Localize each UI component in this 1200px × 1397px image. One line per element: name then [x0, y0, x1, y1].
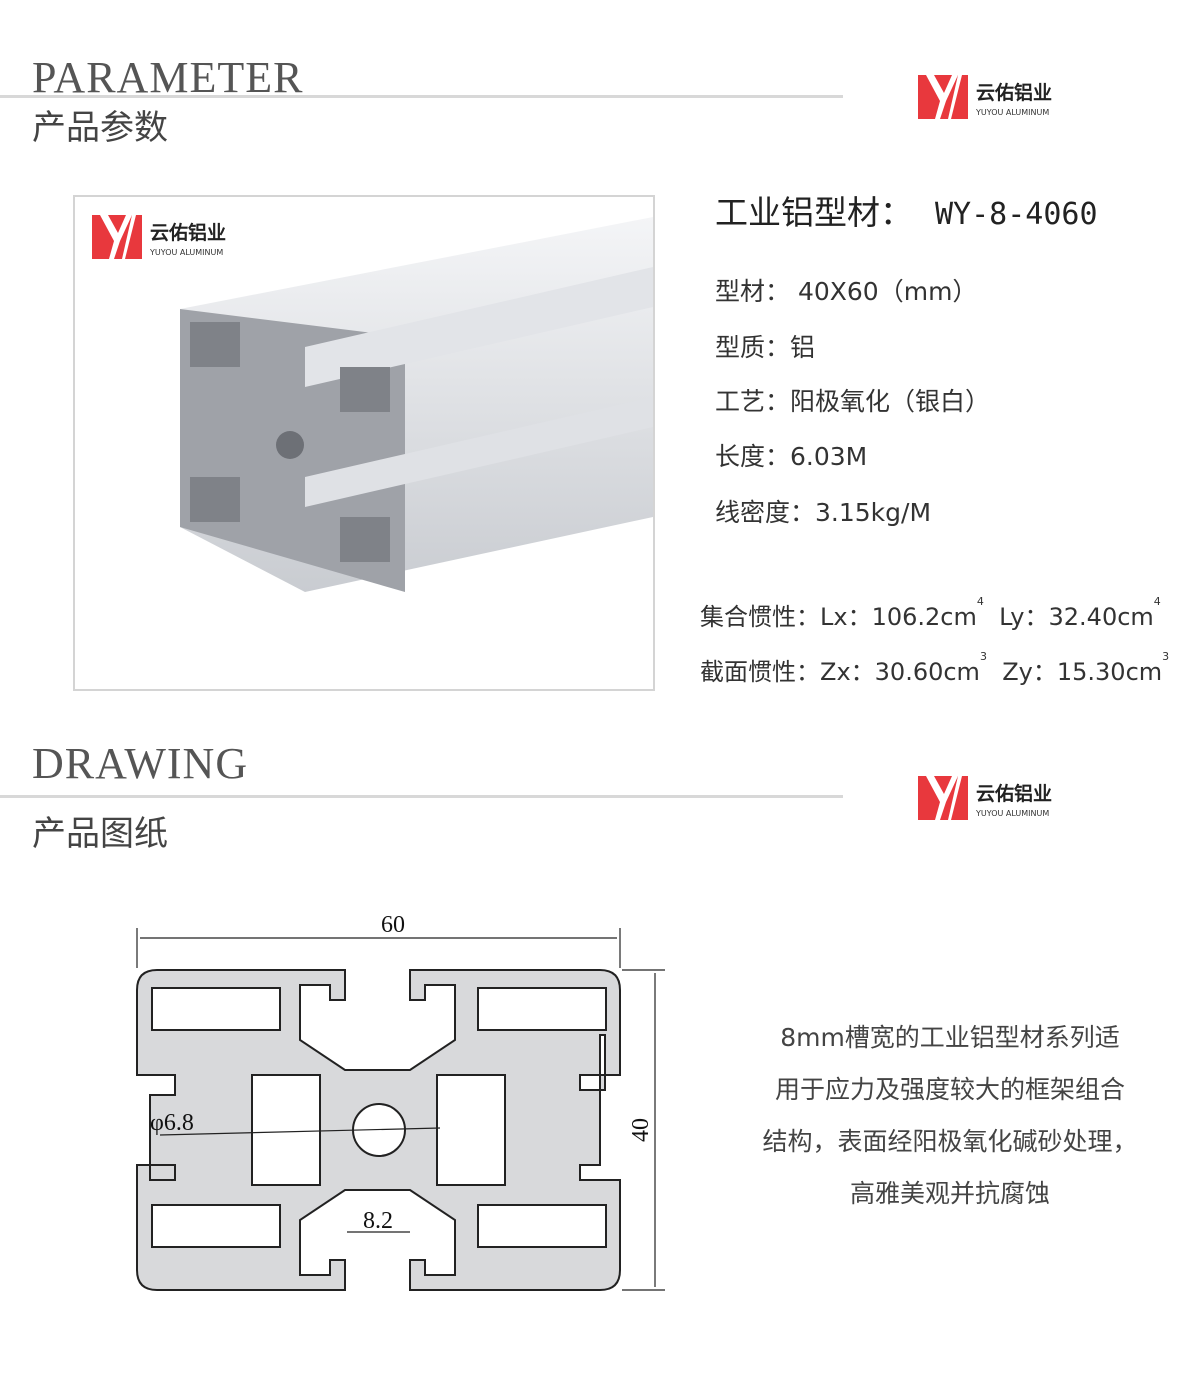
slot-dimension: 8.2: [363, 1208, 393, 1234]
zx-label: Zx：: [820, 658, 875, 686]
product-title-label: 工业铝型材：: [715, 193, 913, 232]
description-line: 结构，表面经阳极氧化碱砂处理，: [762, 1127, 1138, 1156]
zy-exp: 3: [1162, 650, 1170, 663]
spec-value: 6.03M: [790, 442, 868, 471]
spec-material: 型质：铝: [715, 328, 815, 364]
logo-name-en: YUYOU ALUMINUM: [976, 808, 1050, 818]
hole-dimension: φ6.8: [150, 1110, 194, 1136]
logo-icon: [918, 75, 968, 119]
product-model: WY-8-4060: [935, 197, 1098, 232]
section-title-cn: 产品参数: [32, 108, 168, 148]
product-photo: 云佑铝业 YUYOU ALUMINUM: [73, 195, 655, 691]
section-title-cn: 产品图纸: [32, 814, 168, 854]
logo-name-cn: 云佑铝业: [976, 782, 1053, 805]
description-line: 用于应力及强度较大的框架组合: [774, 1075, 1125, 1104]
section-modulus: 截面惯性：Zx：30.60cm3 Zy：15.30cm3: [700, 650, 1170, 687]
spec-label: 线密度：: [715, 498, 816, 527]
section-title-en: DRAWING: [32, 739, 249, 788]
ly-label: Ly：: [999, 603, 1049, 631]
photo-logo: 云佑铝业 YUYOU ALUMINUM: [92, 215, 226, 259]
brand-logo: 云佑铝业 YUYOU ALUMINUM: [918, 776, 1052, 820]
spec-value: 3.15kg/M: [815, 498, 932, 527]
brand-logo: 云佑铝业 YUYOU ALUMINUM: [918, 75, 1052, 119]
logo-name-cn: 云佑铝业: [976, 81, 1053, 104]
spec-label: 工艺：: [715, 387, 791, 416]
spec-length: 长度：6.03M: [715, 437, 867, 473]
zx-value: 30.60cm: [874, 658, 980, 686]
logo-name-en: YUYOU ALUMINUM: [976, 107, 1050, 117]
zy-value: 15.30cm: [1056, 658, 1163, 686]
spec-label: 型材：: [715, 277, 791, 306]
profile-drawing: 60 40 φ6.8 8.2: [136, 912, 665, 1291]
spec-value: 铝: [790, 333, 816, 362]
logo-icon: [92, 215, 142, 259]
spec-label: 长度：: [715, 442, 791, 471]
spec-process: 工艺：阳极氧化（银白）: [715, 382, 990, 418]
ly-exp: 4: [1153, 595, 1161, 608]
section-label: 截面惯性：: [700, 658, 820, 686]
inertia-label: 集合惯性：: [700, 603, 820, 631]
logo-name-cn: 云佑铝业: [150, 221, 227, 244]
spec-density: 线密度：3.15kg/M: [715, 493, 931, 529]
spec-value: 阳极氧化（银白）: [790, 387, 991, 416]
spec-label: 型质：: [715, 333, 791, 362]
lx-exp: 4: [976, 595, 984, 608]
lx-value: 106.2cm: [871, 603, 977, 631]
aluminum-profile-image: [180, 217, 653, 592]
height-dimension: 40: [628, 1118, 654, 1142]
divider: [0, 95, 843, 98]
section-title-en: PARAMETER: [32, 53, 304, 102]
description-line: 高雅美观并抗腐蚀: [849, 1179, 1050, 1208]
spec-value: 40X60（mm）: [790, 277, 978, 306]
ly-value: 32.40cm: [1048, 603, 1154, 631]
spec-size: 型材： 40X60（mm）: [715, 272, 977, 308]
logo-icon: [918, 776, 968, 820]
description-line: 8mm槽宽的工业铝型材系列适: [780, 1023, 1120, 1052]
zx-exp: 3: [979, 650, 987, 663]
width-dimension: 60: [381, 912, 405, 938]
product-description: 8mm槽宽的工业铝型材系列适 用于应力及强度较大的框架组合 结构，表面经阳极氧化…: [700, 1012, 1200, 1220]
divider: [0, 795, 843, 798]
zy-label: Zy：: [1002, 658, 1057, 686]
moment-of-inertia: 集合惯性：Lx：106.2cm4 Ly：32.40cm4: [700, 595, 1161, 632]
lx-label: Lx：: [820, 603, 872, 631]
logo-name-en: YUYOU ALUMINUM: [150, 247, 224, 257]
dimension-lines: [136, 928, 665, 1291]
product-title: 工业铝型材： WY-8-4060: [715, 186, 1098, 234]
